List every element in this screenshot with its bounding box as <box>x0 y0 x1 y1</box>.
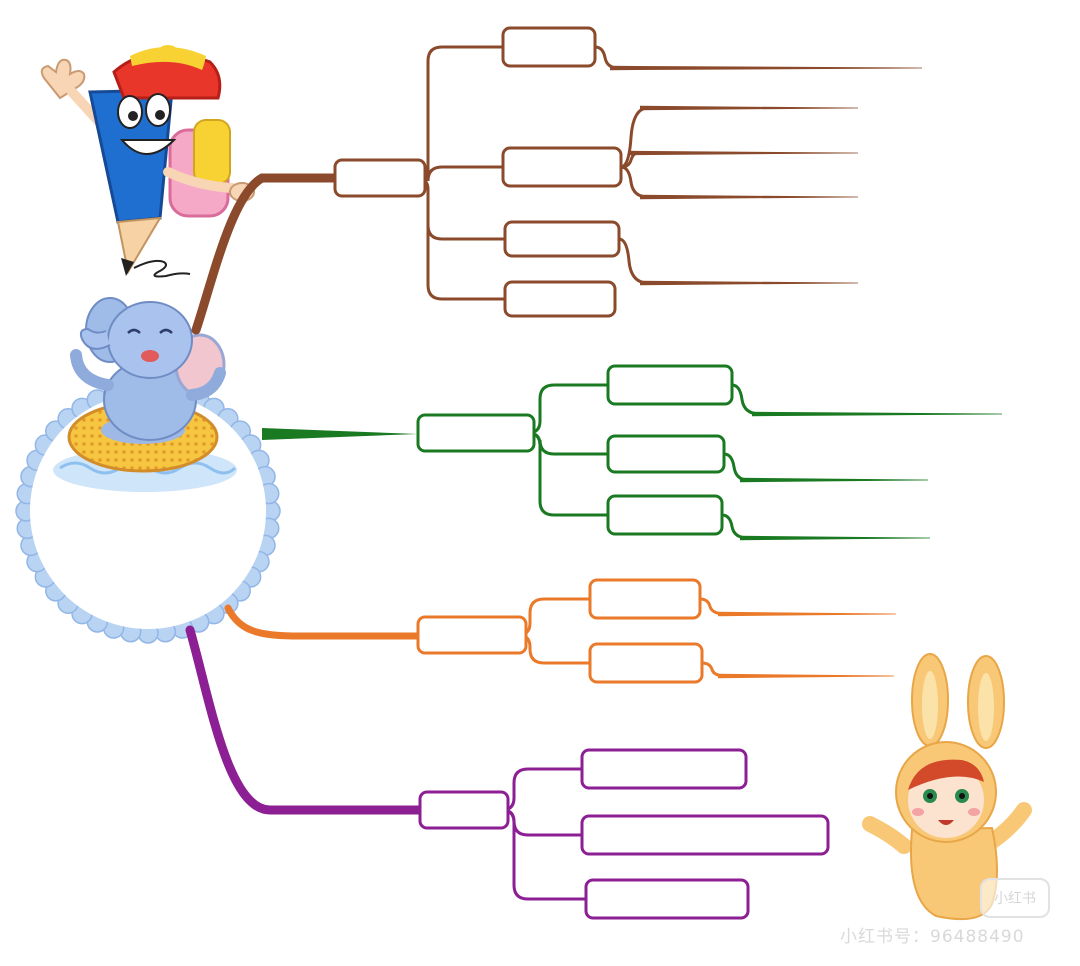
tapered-line <box>610 65 922 71</box>
connector <box>501 808 586 901</box>
branch-green-sub-box-3[interactable] <box>606 494 724 536</box>
branch-orange-main-box[interactable] <box>416 615 528 655</box>
tapered-line <box>718 673 894 679</box>
tapered-line <box>740 477 928 483</box>
connector <box>723 452 749 482</box>
branch-brown-sub-box-3[interactable] <box>503 220 621 258</box>
branch-purple-sub-box-2[interactable] <box>580 814 830 856</box>
tapered-line <box>640 105 858 111</box>
branch-green-sub-box-2[interactable] <box>606 434 726 474</box>
connector <box>594 45 619 70</box>
branch-purple-sub-box-3[interactable] <box>584 878 750 920</box>
branch-green <box>262 364 1002 541</box>
connector <box>517 633 590 665</box>
branch-orange-trunk <box>224 604 422 640</box>
connector <box>699 597 727 616</box>
branch-purple-sub-box-1[interactable] <box>580 748 748 790</box>
watermark-logo: 小红书 <box>980 878 1050 918</box>
tapered-line <box>640 194 858 200</box>
connector <box>501 767 582 812</box>
branch-brown-main-box[interactable] <box>333 158 427 198</box>
connector <box>721 513 749 540</box>
connector <box>527 431 608 517</box>
connector <box>618 237 649 285</box>
branch-green-sub-box-1[interactable] <box>606 364 734 406</box>
branch-green-main-box[interactable] <box>416 413 536 453</box>
tapered-line <box>752 411 1002 417</box>
branch-purple-trunk <box>185 625 425 815</box>
branch-brown-sub-box-1[interactable] <box>501 26 597 68</box>
bunny-icon <box>862 653 1032 921</box>
branch-orange-sub-box-1[interactable] <box>588 578 702 620</box>
elephant-icon <box>53 297 237 492</box>
connector <box>415 45 503 180</box>
tapered-line <box>640 280 858 286</box>
pencil-mascot-icon <box>40 45 255 278</box>
tapered-line <box>718 611 896 617</box>
tapered-line <box>740 535 930 541</box>
branch-purple <box>185 625 830 920</box>
tapered-line <box>630 150 858 156</box>
connector <box>620 106 649 169</box>
branch-brown-sub-box-2[interactable] <box>501 146 623 188</box>
connector <box>620 165 649 199</box>
connector <box>527 383 608 435</box>
watermark-account: 小红书号：96488490 <box>840 927 1025 947</box>
connector <box>517 597 590 637</box>
branch-brown-sub-box-4[interactable] <box>503 280 617 318</box>
branch-brown <box>191 26 922 335</box>
branch-green-trunk <box>262 428 418 440</box>
branch-orange <box>224 578 896 684</box>
branch-brown-trunk <box>191 173 340 335</box>
branch-orange-sub-box-2[interactable] <box>588 642 704 684</box>
connector <box>415 165 503 182</box>
connector <box>731 383 761 416</box>
branch-purple-main-box[interactable] <box>418 790 510 830</box>
